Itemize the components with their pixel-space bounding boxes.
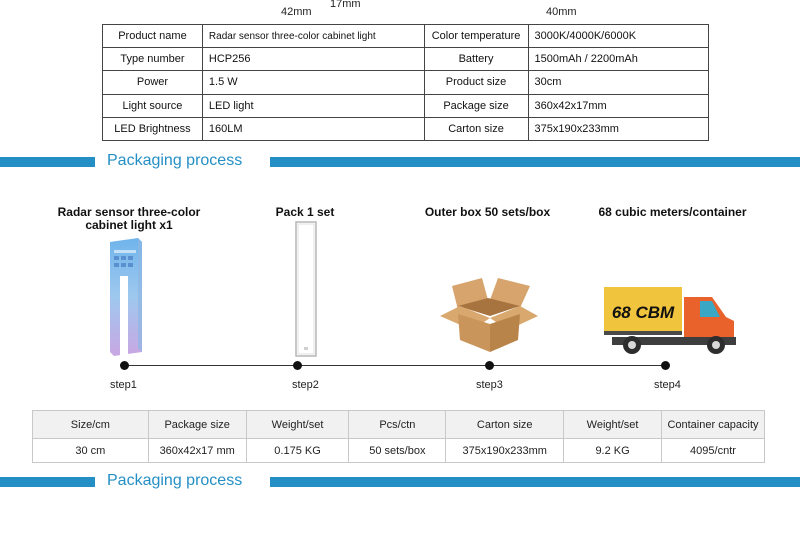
spec-value: 375x190x233mm xyxy=(527,116,710,141)
spec-value: 1.5 W xyxy=(201,70,425,95)
step2-marker xyxy=(293,361,302,370)
spec-value: 1500mAh / 2200mAh xyxy=(527,47,710,72)
step4-title: 68 cubic meters/container xyxy=(598,205,747,219)
step1-marker xyxy=(120,361,129,370)
step1-label: step1 xyxy=(110,379,137,391)
dimension-length-label-2: 40mm xyxy=(546,6,577,18)
section-header-packaging-process-2: Packaging process xyxy=(0,470,800,494)
spec-table: Product name Radar sensor three-color ca… xyxy=(102,23,710,141)
header-cell: Container capacity xyxy=(660,410,766,439)
truck-icon: 68 CBM xyxy=(604,287,736,354)
header-cell: Carton size xyxy=(445,410,565,439)
header-cell: Weight/set xyxy=(563,410,662,439)
packing-table-row: 30 cm 360x42x17 mm 0.175 KG 50 sets/box … xyxy=(32,438,766,463)
dimension-depth-label: 17mm xyxy=(330,0,361,10)
spec-value: Radar sensor three-color cabinet light xyxy=(201,23,425,49)
step3-label: step3 xyxy=(476,379,503,391)
step3-title: Outer box 50 sets/box xyxy=(424,205,551,219)
step1-title: Radar sensor three-color cabinet light x… xyxy=(44,206,214,232)
value-cell: 9.2 KG xyxy=(563,438,662,463)
spec-value: 360x42x17mm xyxy=(527,93,710,118)
spec-value: LED light xyxy=(201,93,425,118)
spec-row: Power 1.5 W Product size 30cm xyxy=(102,70,710,95)
section-header-packaging-process: Packaging process xyxy=(0,150,800,174)
spec-value: 3000K/4000K/6000K xyxy=(527,23,710,49)
spec-label: Battery xyxy=(423,47,529,72)
header-cell: Pcs/ctn xyxy=(348,410,447,439)
spec-label: Product size xyxy=(423,70,529,95)
dimension-length-label: 42mm xyxy=(281,6,312,18)
section-bar-left xyxy=(0,477,95,487)
spec-label: Product name xyxy=(102,23,203,49)
packing-table: Size/cm Package size Weight/set Pcs/ctn … xyxy=(32,410,766,463)
cardboard-box-icon xyxy=(440,278,538,352)
section-title: Packaging process xyxy=(107,152,243,169)
step4-marker xyxy=(661,361,670,370)
value-cell: 375x190x233mm xyxy=(445,438,565,463)
value-cell: 30 cm xyxy=(32,438,149,463)
spec-row: Light source LED light Package size 360x… xyxy=(102,93,710,118)
step2-title: Pack 1 set xyxy=(275,205,335,219)
value-cell: 0.175 KG xyxy=(245,438,350,463)
section-bar-left xyxy=(0,157,95,167)
spec-row: LED Brightness 160LM Carton size 375x190… xyxy=(102,116,710,141)
product-package-icon xyxy=(110,238,142,356)
spec-row: Product name Radar sensor three-color ca… xyxy=(102,23,710,49)
spec-label: Type number xyxy=(102,47,203,72)
step4-label: step4 xyxy=(654,379,681,391)
spec-label: Power xyxy=(102,70,203,95)
step2-label: step2 xyxy=(292,379,319,391)
header-cell: Size/cm xyxy=(32,410,149,439)
step1-title-line1: Radar sensor three-color xyxy=(57,205,201,219)
value-cell: 360x42x17 mm xyxy=(147,438,247,463)
section-bar-right xyxy=(270,477,800,487)
single-pack-icon xyxy=(295,221,317,357)
header-cell: Package size xyxy=(147,410,247,439)
packing-table-header: Size/cm Package size Weight/set Pcs/ctn … xyxy=(32,410,766,439)
spec-label: LED Brightness xyxy=(102,116,203,141)
spec-label: Carton size xyxy=(423,116,529,141)
process-timeline xyxy=(124,365,665,366)
header-cell: Weight/set xyxy=(245,410,350,439)
spec-value: 30cm xyxy=(527,70,710,95)
spec-value: 160LM xyxy=(201,116,425,141)
step1-title-line2: cabinet light x1 xyxy=(85,218,173,232)
spec-value: HCP256 xyxy=(201,47,425,72)
step3-marker xyxy=(485,361,494,370)
section-title: Packaging process xyxy=(107,472,243,489)
section-bar-right xyxy=(270,157,800,167)
value-cell: 50 sets/box xyxy=(348,438,447,463)
spec-label: Package size xyxy=(423,93,529,118)
value-cell: 4095/cntr xyxy=(660,438,766,463)
spec-label: Color temperature xyxy=(423,23,529,49)
truck-cbm-text: 68 CBM xyxy=(612,303,675,322)
spec-label: Light source xyxy=(102,93,203,118)
spec-row: Type number HCP256 Battery 1500mAh / 220… xyxy=(102,47,710,72)
